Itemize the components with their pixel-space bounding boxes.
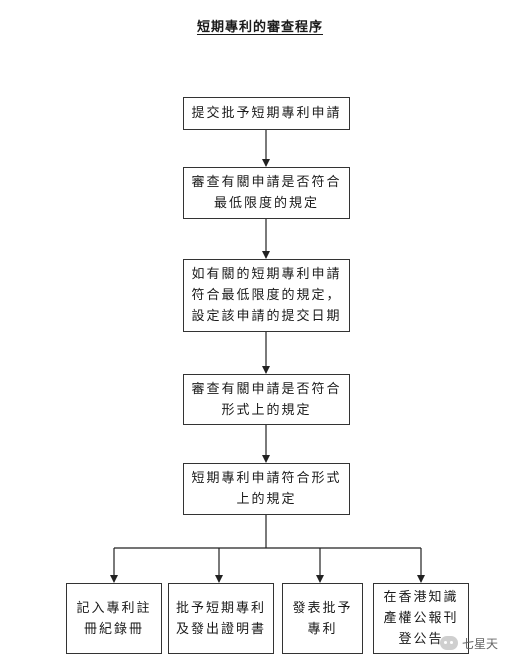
step-3-line-3: 設定該申請的提交日期	[191, 309, 342, 324]
diagram-title: 短期專利的審查程序	[0, 16, 520, 35]
outcome-1-line-2: 冊紀錄冊	[83, 621, 144, 637]
outcome-4-line-3: 登公告	[398, 632, 444, 647]
outcome-1-line-1: 記入專利註	[76, 600, 152, 616]
outcome-3-line-2: 專利	[307, 621, 338, 637]
step-5-box: 短期專利申請符合形式 上的規定	[183, 463, 350, 515]
step-1-line-1: 提交批予短期專利申請	[191, 106, 342, 121]
step-4-line-2: 形式上的規定	[221, 402, 312, 418]
step-2-box: 審查有關申請是否符合 最低限度的規定	[183, 167, 350, 219]
outcome-4-box: 在香港知識 產權公報刊 登公告	[373, 583, 469, 654]
step-4-box: 審查有關申請是否符合 形式上的規定	[183, 374, 350, 425]
outcome-3-box: 發表批予 專利	[282, 583, 363, 654]
step-3-box: 如有關的短期專利申請 符合最低限度的規定， 設定該申請的提交日期	[183, 259, 350, 332]
diagram-title-text: 短期專利的審查程序	[196, 20, 323, 35]
outcome-4-line-1: 在香港知識	[383, 590, 459, 605]
outcome-3-line-1: 發表批予	[292, 600, 353, 616]
outcome-2-line-1: 批予短期專利	[175, 600, 266, 616]
wechat-icon	[440, 636, 458, 650]
outcome-2-line-2: 及發出證明書	[175, 621, 266, 637]
step-4-line-1: 審查有關申請是否符合	[191, 381, 342, 397]
step-2-line-1: 審查有關申請是否符合	[191, 175, 342, 190]
watermark: 七星天	[440, 632, 514, 654]
step-3-line-2: 符合最低限度的規定，	[191, 288, 342, 303]
watermark-text: 七星天	[462, 636, 499, 651]
step-5-line-2: 上的規定	[236, 492, 297, 507]
step-1-box: 提交批予短期專利申請	[183, 97, 350, 130]
step-3-line-1: 如有關的短期專利申請	[191, 267, 342, 282]
step-2-line-2: 最低限度的規定	[213, 196, 319, 211]
outcome-1-box: 記入專利註 冊紀錄冊	[66, 583, 162, 654]
outcome-4-line-2: 產權公報刊	[383, 611, 459, 626]
outcome-2-box: 批予短期專利 及發出證明書	[168, 583, 274, 654]
step-5-line-1: 短期專利申請符合形式	[191, 471, 342, 486]
